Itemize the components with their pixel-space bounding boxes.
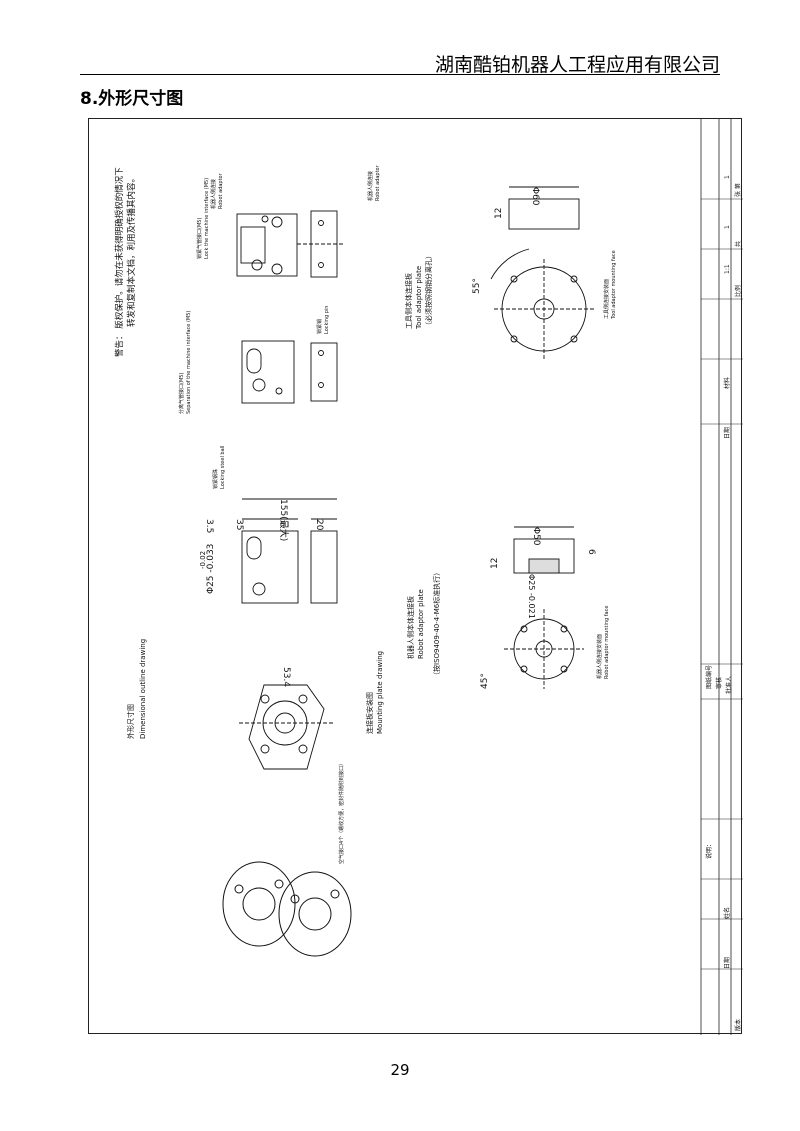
robot-adaptor-en: Robot adaptor — [218, 172, 224, 209]
isometric-view-group — [222, 861, 352, 957]
tool-plate-en: Tool adaptor plate — [415, 266, 423, 330]
dim-155: 155(最大) — [278, 499, 290, 541]
locking-pin-en: Locking pin — [324, 306, 330, 334]
dim-d50: Φ50 — [531, 527, 541, 546]
tb-version: 版本 — [734, 1019, 742, 1031]
dim-55: 55° — [472, 278, 482, 294]
tool-plate-note: （必须按照钢销分离孔） — [424, 252, 433, 329]
mounting-plate-cn: 连接板安装图 — [365, 692, 374, 734]
tb-drawing-no: 图纸编号 — [705, 665, 713, 689]
dim-d25-021: Φ25 -0.021 — [527, 574, 536, 619]
dim-35: 35 — [234, 519, 244, 530]
tb-checker: 审核 — [715, 677, 723, 689]
robot-plate-group — [504, 526, 584, 689]
lock-interface-cn: 锁紧气管接口(M5) — [196, 218, 203, 259]
steel-ball-cn: 锁紧钢珠 — [212, 469, 219, 489]
drawing-svg: 1 1 张 第 共 1:1 比例 材料 日期 图纸编号 审核 批准人 说明： 姓… — [114, 119, 743, 1035]
company-name: 湖南酷铂机器人工程应用有限公司 — [434, 54, 720, 76]
dim-d25-tol: -0.02 — [199, 551, 207, 569]
tool-plate-group — [490, 186, 594, 359]
tb-note: 说明： — [705, 841, 713, 859]
separation-cn: 分离气管接口(M5) — [178, 373, 185, 414]
robot-plate-en: Robot adaptor plate — [417, 589, 425, 659]
tb-material: 材料 — [723, 377, 731, 389]
side-view-group — [241, 498, 338, 604]
dim-45: 45° — [480, 673, 490, 689]
tool-face-en: Tool adaptor mounting face — [611, 250, 617, 320]
engineering-drawing: 1 1 张 第 共 1:1 比例 材料 日期 图纸编号 审核 批准人 说明： 姓… — [88, 118, 743, 1035]
tb-date: 日期 — [723, 427, 731, 439]
front-view-group — [239, 684, 334, 770]
robot-adaptor-cn: 机器人侧连接 — [210, 179, 217, 209]
dim-53-4: 53.4 — [281, 667, 291, 687]
tb-page-label: 张 第 — [734, 183, 742, 197]
dim-12a: 12 — [494, 208, 504, 219]
steel-ball-en: Locking steel ball — [220, 446, 226, 489]
locking-pin-cn: 锁紧销 — [316, 319, 323, 334]
robot-adaptor-en-2: Robot adaptor — [375, 164, 381, 201]
tb-sheet: 1 — [724, 175, 731, 179]
robot-face-en: Robot adaptor mounting face — [604, 606, 610, 679]
top-view-group — [236, 210, 344, 404]
warning-line-1: 警告： 版权保护。请勿在未获得明确授权的情况下 — [114, 167, 125, 357]
section-title: 8.外形尺寸图 — [80, 89, 184, 109]
air-hole-note: 空气接口4个（螺纹方便，密封件随附到接口） — [338, 761, 345, 864]
tb-sheet-label: 共 — [734, 241, 742, 247]
dim-d25: Φ25 -0.033 — [206, 544, 216, 594]
robot-plate-note: （按ISO9409-40-4-M6标准执行） — [432, 569, 441, 679]
tb-name: 姓名 — [723, 907, 731, 919]
outline-title-en: Dimensional outline drawing — [139, 639, 147, 739]
tool-face-cn: 工具侧连接安装面 — [603, 279, 610, 319]
robot-plate-cn: 机器人侧本体连接板 — [406, 596, 415, 659]
tb-date2: 日期 — [723, 957, 731, 969]
tb-approver: 批准人 — [725, 676, 733, 694]
tb-page: 1 — [724, 225, 731, 229]
tb-ratio-label: 比例 — [734, 285, 742, 297]
tb-ratio: 1:1 — [724, 264, 731, 274]
dim-20: 20 — [314, 519, 324, 531]
warning-line-2: 转发和复制本文档，利用及传播其内容。 — [126, 174, 137, 327]
outline-title-cn: 外形尺寸图 — [126, 704, 135, 739]
tool-plate-cn: 工具侧本体连接板 — [404, 273, 413, 329]
page-number: 29 — [390, 1061, 410, 1079]
robot-face-cn: 机器人侧连接安装面 — [596, 634, 603, 679]
lock-interface-en: Lock the machine interface (M5) — [204, 178, 210, 259]
separation-en: Separation of the machine interface (M5) — [186, 311, 192, 414]
dim-6: 6 — [586, 549, 596, 555]
dim-d60: Φ60 — [530, 187, 540, 206]
header-rule — [80, 74, 720, 75]
dim-12b: 12 — [490, 558, 500, 569]
robot-adaptor-cn-2: 机器人侧连接 — [367, 171, 374, 201]
mounting-plate-en: Mounting plate drawing — [376, 651, 384, 734]
dim-3-5: 3.5 — [204, 519, 214, 533]
